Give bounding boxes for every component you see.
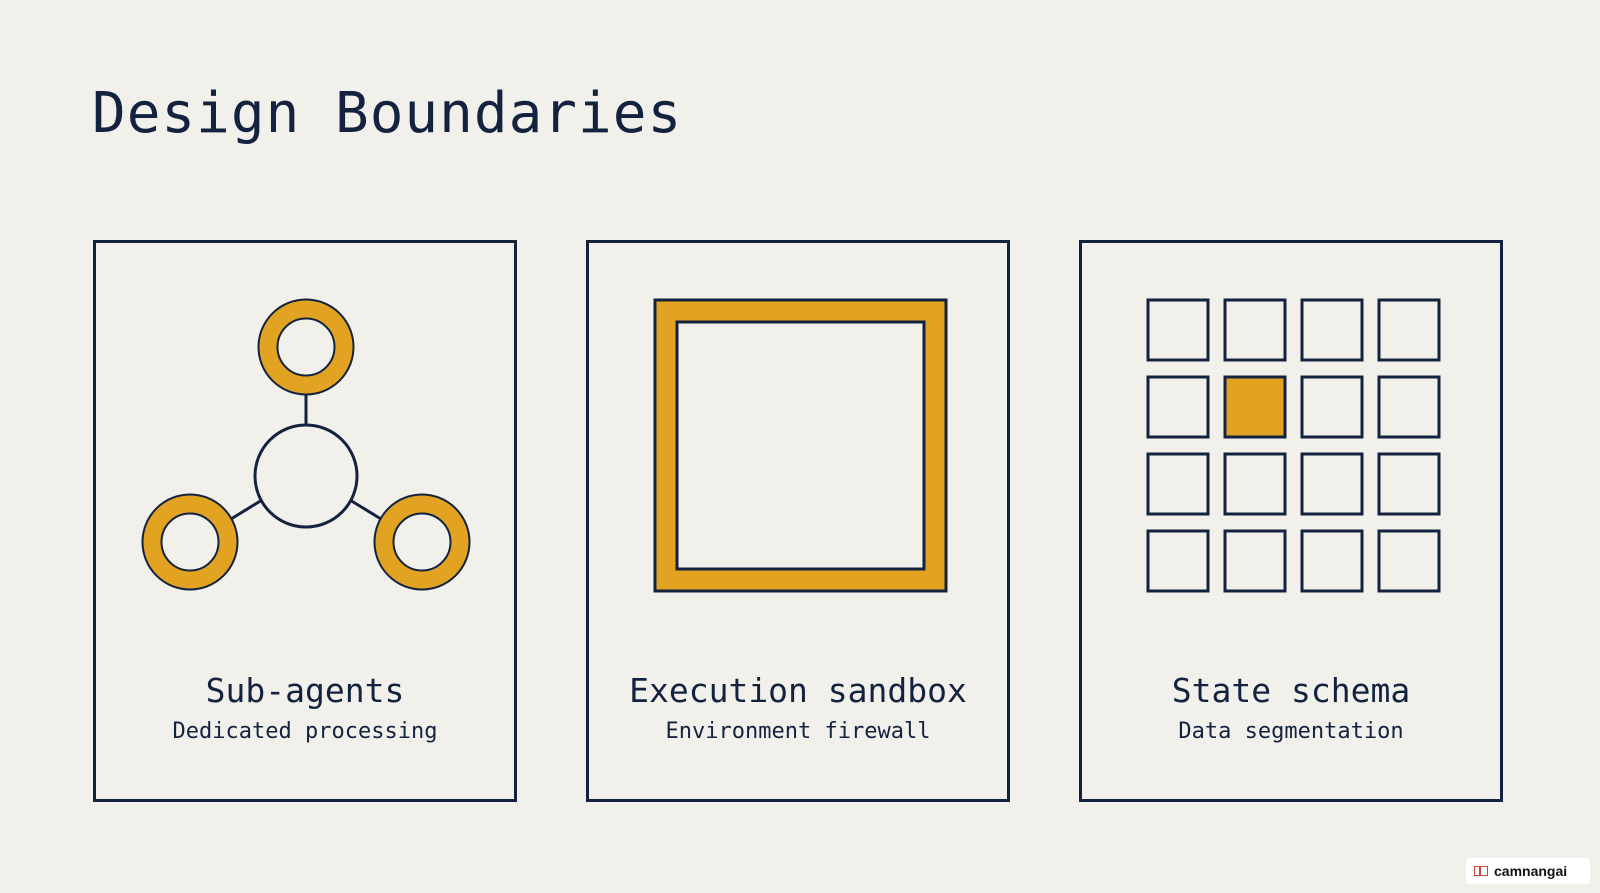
agent-node-top — [259, 300, 353, 394]
grid-cell — [1300, 452, 1364, 516]
card-state-schema: State schema Data segmentation — [1079, 240, 1503, 802]
grid-cell — [1146, 529, 1210, 593]
card-title: Execution sandbox — [629, 671, 967, 710]
grid-cell — [1377, 375, 1441, 439]
grid-cell — [1146, 452, 1210, 516]
grid-cell — [1300, 298, 1364, 362]
card-subtitle: Dedicated processing — [172, 719, 438, 744]
connector-left — [230, 498, 263, 521]
grid-cell — [1377, 529, 1441, 593]
connector-right — [349, 498, 382, 521]
sandbox-inner-area — [675, 320, 926, 571]
sandbox-square-icon — [653, 298, 948, 593]
grid-cell-highlighted — [1223, 375, 1287, 439]
state-grid-icon — [1146, 298, 1441, 593]
watermark-badge: camnangai — [1466, 858, 1590, 884]
card-title: State schema — [1171, 671, 1411, 710]
grid-cell — [1377, 298, 1441, 362]
grid-cell — [1300, 375, 1364, 439]
grid-cell — [1377, 452, 1441, 516]
slide-title: Design Boundaries — [92, 81, 683, 146]
card-title: Sub-agents — [205, 671, 405, 710]
hub-node — [253, 423, 359, 529]
grid-cell — [1223, 298, 1287, 362]
book-icon — [1474, 866, 1488, 876]
card-execution-sandbox: Execution sandbox Environment firewall — [586, 240, 1010, 802]
agent-node-left — [143, 495, 237, 589]
card-subtitle: Environment firewall — [665, 719, 931, 744]
grid-cell — [1223, 529, 1287, 593]
watermark-label: camnangai — [1494, 863, 1568, 879]
sub-agents-network-icon — [141, 298, 471, 591]
grid-cell — [1300, 529, 1364, 593]
grid-cell — [1223, 452, 1287, 516]
grid-cell — [1146, 298, 1210, 362]
card-subtitle: Data segmentation — [1178, 719, 1404, 744]
agent-node-right — [375, 495, 469, 589]
card-sub-agents: Sub-agents Dedicated processing — [93, 240, 517, 802]
grid-cell — [1146, 375, 1210, 439]
